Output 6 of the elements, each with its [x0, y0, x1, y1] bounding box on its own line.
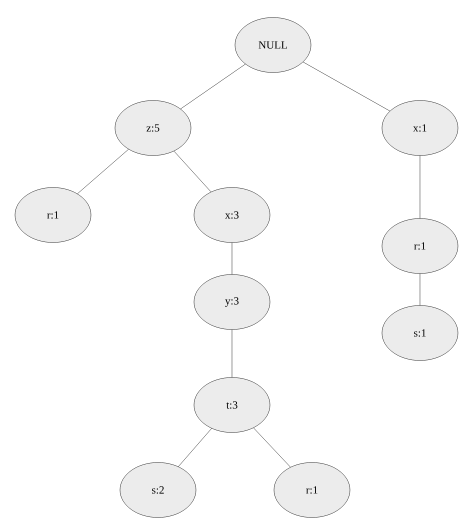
tree-edge [253, 428, 291, 468]
tree-edge [77, 149, 129, 194]
tree-edge [174, 150, 212, 192]
tree-edge [178, 428, 212, 467]
tree-edge [302, 62, 390, 112]
tree-edge [180, 64, 246, 110]
